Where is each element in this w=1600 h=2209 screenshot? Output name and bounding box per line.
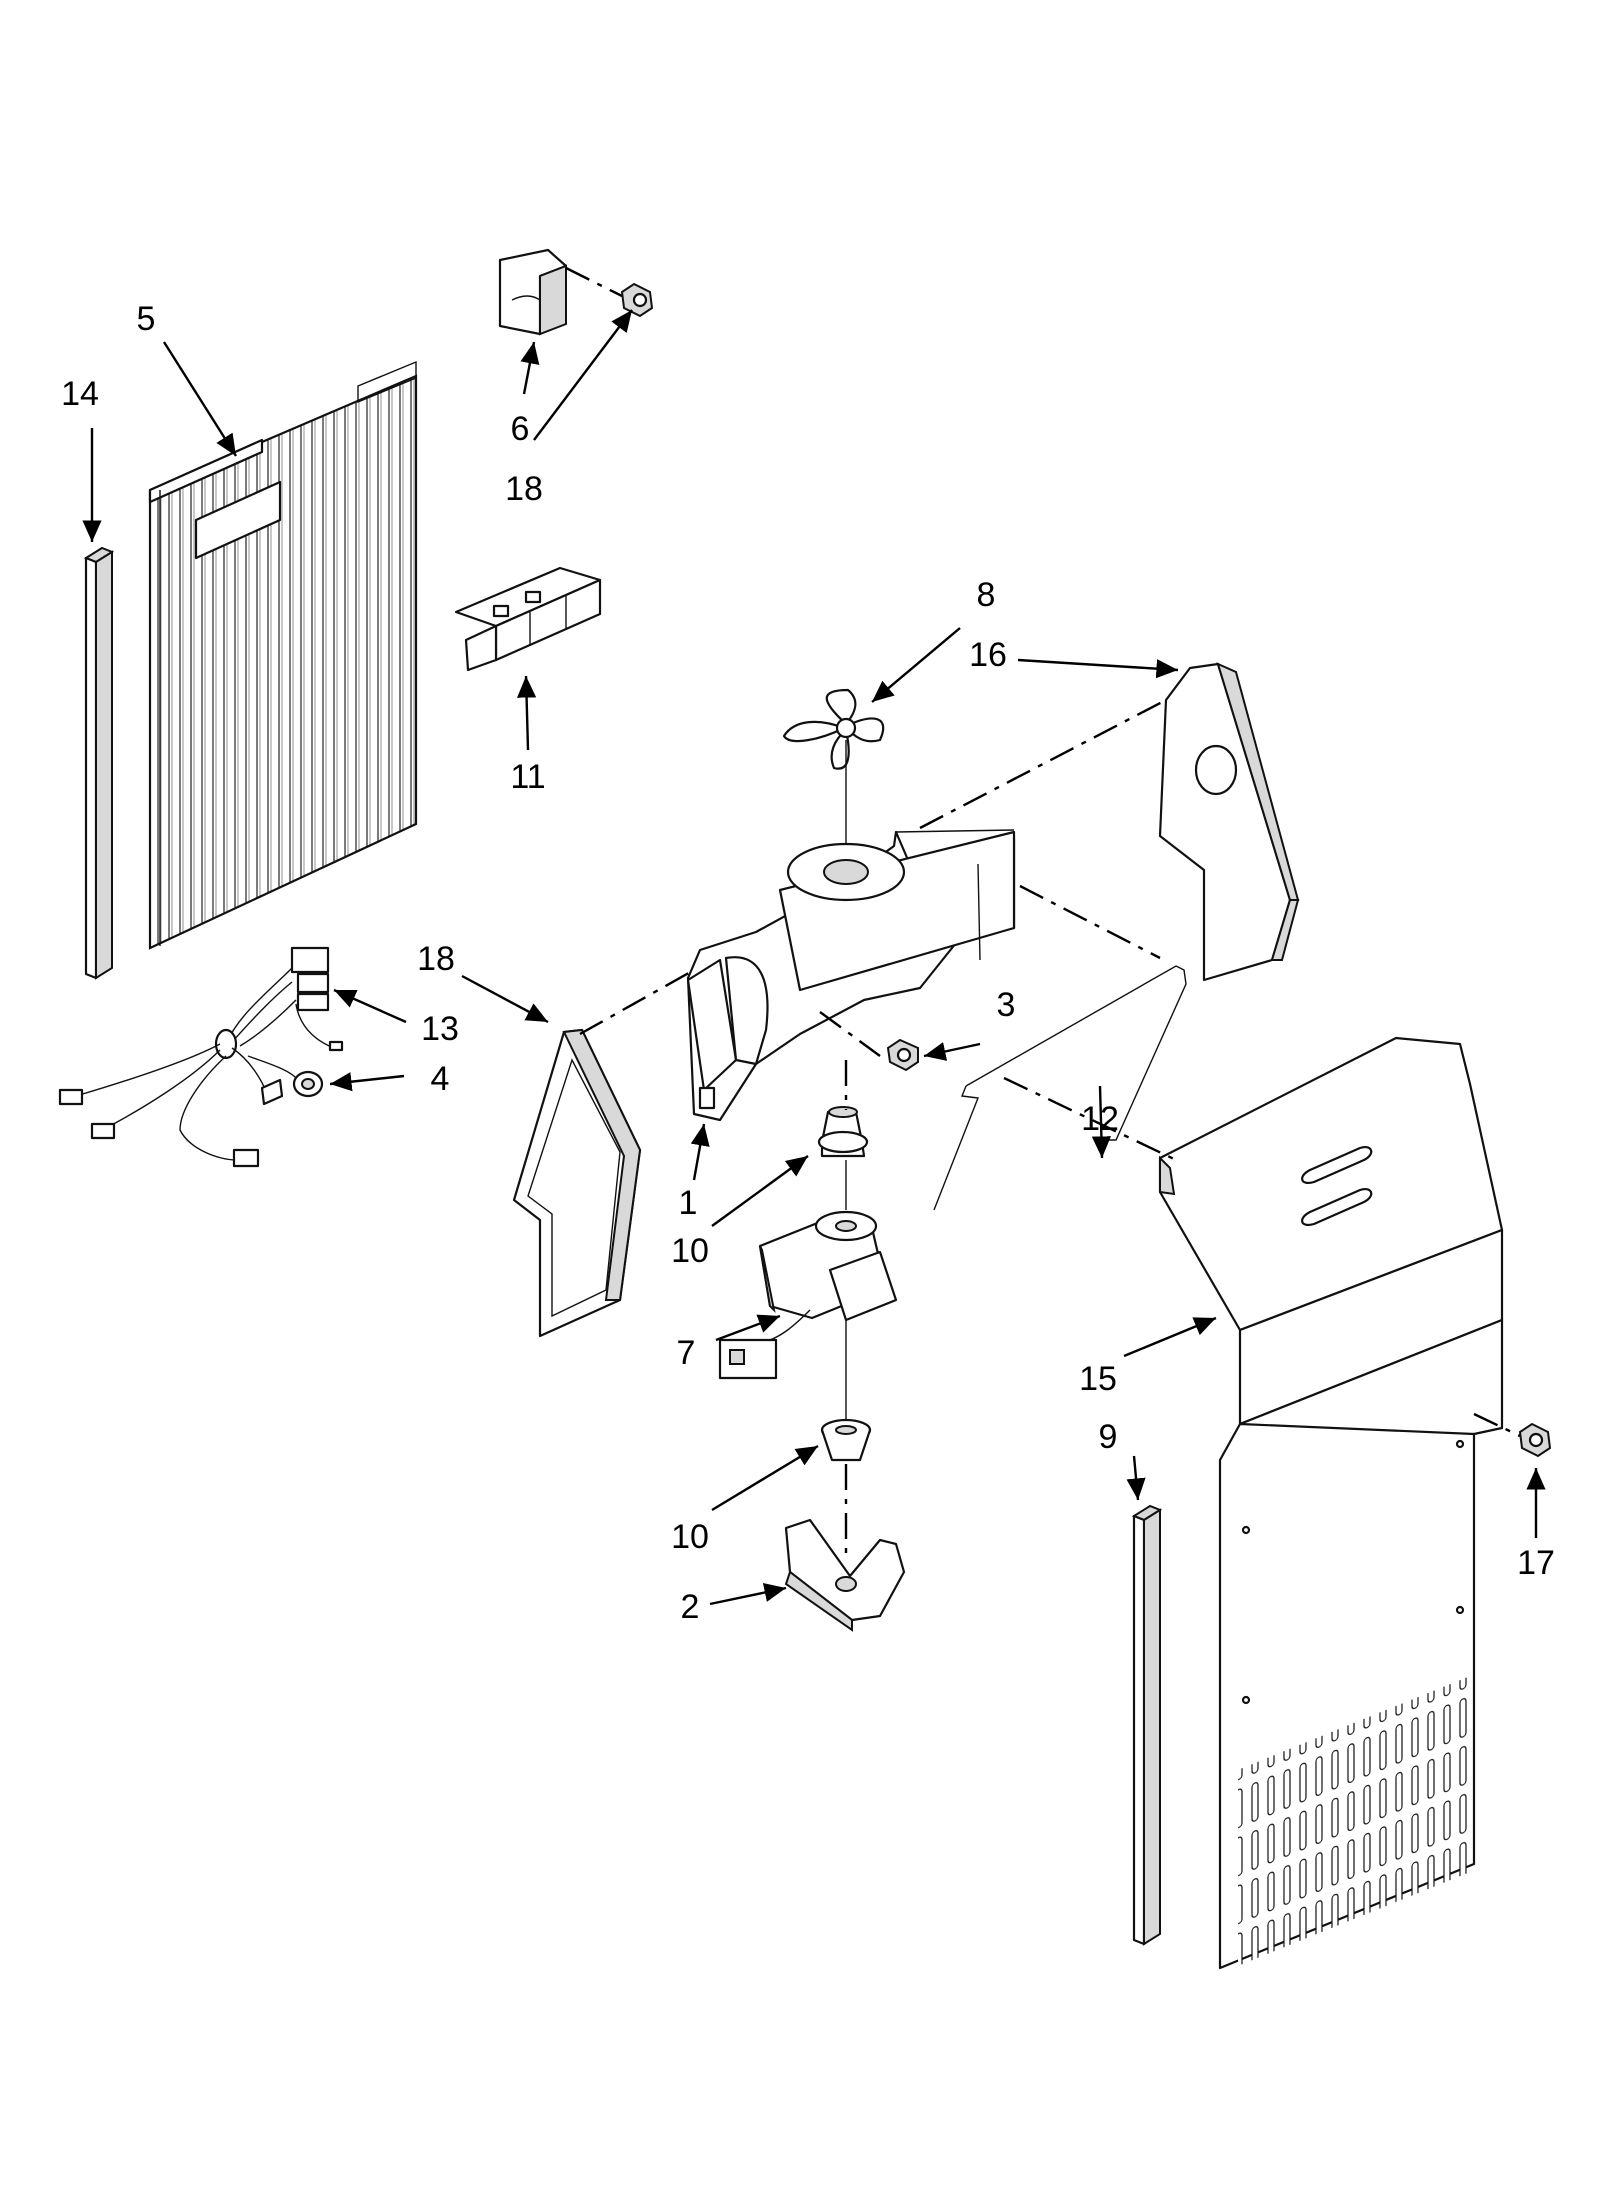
alignment-lines xyxy=(579,698,1177,1162)
callout-labels: 14 5 6 18 11 8 16 18 13 4 3 12 1 10 7 15… xyxy=(61,300,1555,1626)
callout-11: 11 xyxy=(510,758,545,796)
part-10-grommet-lower xyxy=(820,1418,872,1560)
callout-14: 14 xyxy=(61,375,99,413)
part-8-fan-blade xyxy=(782,688,885,860)
part-1-fan-shroud xyxy=(686,829,1016,1122)
part-11-baffle xyxy=(454,566,602,672)
part-13-wire-loop xyxy=(933,965,1187,1211)
part-18-screw-top xyxy=(565,266,654,318)
callout-2: 2 xyxy=(681,1588,700,1626)
callout-17: 16 xyxy=(969,636,1007,674)
callout-15: 15 xyxy=(1079,1360,1117,1398)
callout-13: 12 xyxy=(1081,1100,1119,1138)
part-15-duct-cover xyxy=(1158,1036,1504,1970)
callout-18-left: 18 xyxy=(417,940,455,978)
part-3-screw xyxy=(819,1011,919,1072)
callout-9: 9 xyxy=(1099,1418,1118,1456)
part-12-wire-harness xyxy=(58,946,341,1168)
callout-8: 8 xyxy=(977,576,996,614)
leader-lines xyxy=(82,309,1546,1606)
callout-12: 13 xyxy=(421,1010,459,1048)
callout-18-top: 18 xyxy=(505,470,543,508)
callout-5: 5 xyxy=(137,300,156,338)
callout-10-upper: 10 xyxy=(671,1232,709,1270)
part-9-right-seal-strip xyxy=(1131,1504,1163,1946)
part-2-motor-bracket xyxy=(784,1518,906,1632)
part-17-right-shroud xyxy=(1158,662,1300,982)
callout-7: 7 xyxy=(677,1334,696,1372)
callout-3: 3 xyxy=(997,986,1016,1024)
part-5-evaporator-cover xyxy=(148,360,418,950)
part-7-fan-motor xyxy=(718,1210,898,1420)
part-4-thermistor xyxy=(247,1040,344,1098)
part-18-left-shroud xyxy=(512,1028,642,1338)
callout-10-lower: 10 xyxy=(671,1518,709,1556)
part-14-left-seal-strip xyxy=(83,546,115,980)
part-16-screw xyxy=(1473,1412,1552,1458)
part-10-grommet-upper xyxy=(817,1060,869,1210)
callout-16: 17 xyxy=(1517,1544,1555,1582)
callout-6: 6 xyxy=(511,410,530,448)
part-6-bracket xyxy=(498,248,568,336)
callout-1: 1 xyxy=(679,1184,698,1222)
callout-4: 4 xyxy=(431,1060,450,1098)
